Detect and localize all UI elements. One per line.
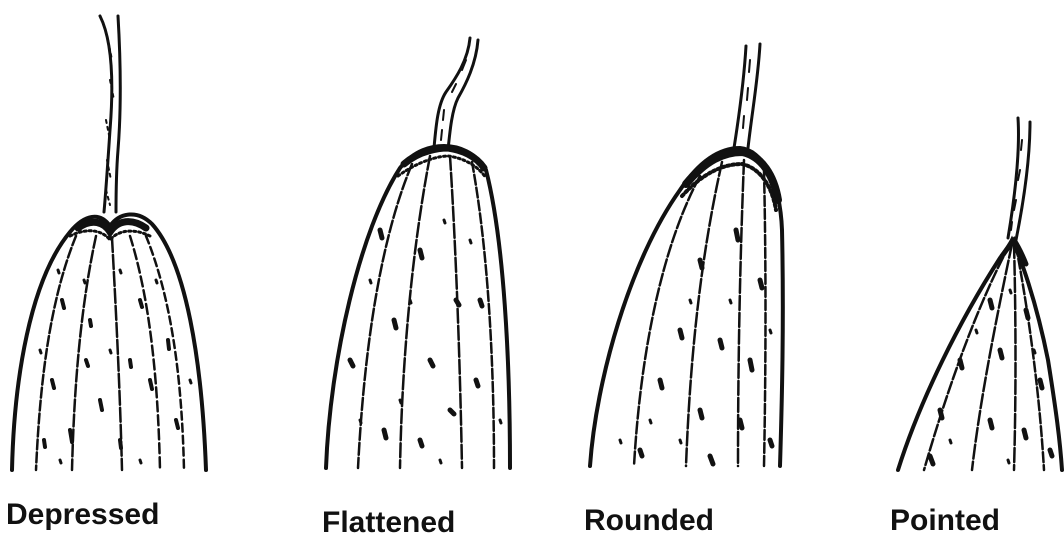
stem-flattened [434, 38, 470, 148]
outline-pointed [898, 240, 1062, 470]
stem-depressed [100, 16, 112, 212]
fruit-depressed-drawing [12, 16, 206, 470]
outline-depressed [12, 214, 206, 470]
outline-rounded [590, 148, 783, 466]
label-flattened: Flattened [322, 508, 455, 538]
fruit-rounded-drawing [590, 44, 783, 466]
fruit-flattened-drawing [326, 38, 510, 468]
label-rounded: Rounded [584, 506, 714, 536]
stem-rounded [734, 46, 746, 148]
fruit-pointed-drawing [898, 118, 1062, 470]
label-depressed: Depressed [6, 500, 159, 530]
stem-pointed [1008, 118, 1019, 238]
label-pointed: Pointed [890, 506, 1000, 536]
